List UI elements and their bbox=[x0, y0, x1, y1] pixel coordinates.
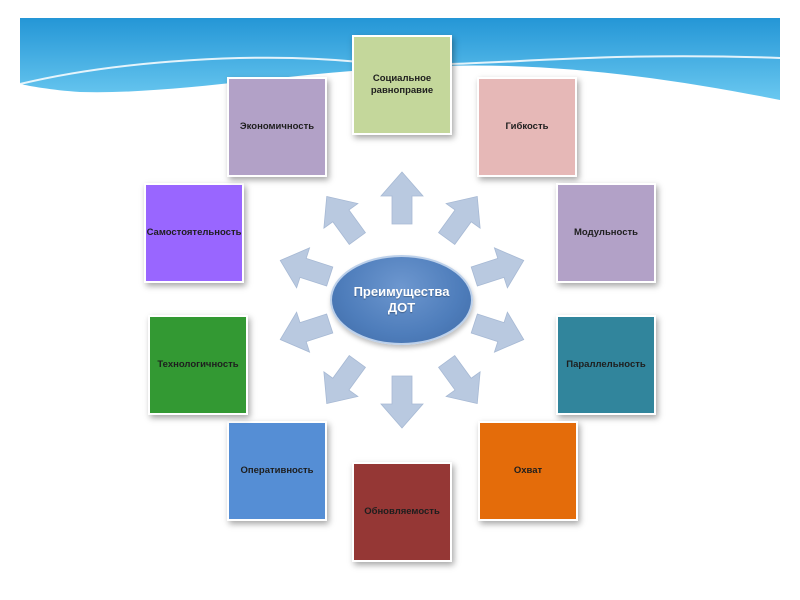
box-label: Параллельность bbox=[566, 359, 646, 370]
arrow-eco bbox=[323, 195, 366, 245]
center-label: Преимущества ДОТ bbox=[353, 284, 450, 315]
box-label: Технологичность bbox=[157, 359, 239, 370]
box-efficiency: Оперативность bbox=[227, 421, 327, 521]
box-parallelism: Параллельность bbox=[556, 315, 656, 415]
box-label: Самостоятельность bbox=[146, 227, 242, 238]
arrow-cov bbox=[438, 355, 481, 405]
arrow-ind bbox=[279, 247, 334, 289]
center-ellipse: Преимущества ДОТ bbox=[330, 255, 473, 345]
arrow-eff bbox=[323, 355, 366, 405]
arrow-par bbox=[470, 311, 525, 353]
box-economy: Экономичность bbox=[227, 77, 327, 177]
box-social-equality: Социальное равноправие bbox=[352, 35, 452, 135]
box-label: Социальное равноправие bbox=[370, 73, 434, 96]
arrow-tech bbox=[279, 311, 334, 353]
box-label: Экономичность bbox=[239, 121, 315, 132]
box-flexibility: Гибкость bbox=[477, 77, 577, 177]
arrow-social bbox=[380, 171, 424, 225]
arrow-upd bbox=[380, 375, 424, 429]
box-label: Модульность bbox=[574, 227, 638, 238]
box-label: Охват bbox=[513, 465, 543, 476]
box-label: Оперативность bbox=[240, 465, 314, 476]
box-label: Обновляемость bbox=[364, 506, 440, 517]
box-label: Гибкость bbox=[505, 121, 549, 132]
box-coverage: Охват bbox=[478, 421, 578, 521]
box-independence: Самостоятельность bbox=[144, 183, 244, 283]
arrow-flex bbox=[438, 195, 481, 245]
box-technology: Технологичность bbox=[148, 315, 248, 415]
arrow-mod bbox=[470, 247, 525, 289]
box-updatability: Обновляемость bbox=[352, 462, 452, 562]
box-modularity: Модульность bbox=[556, 183, 656, 283]
